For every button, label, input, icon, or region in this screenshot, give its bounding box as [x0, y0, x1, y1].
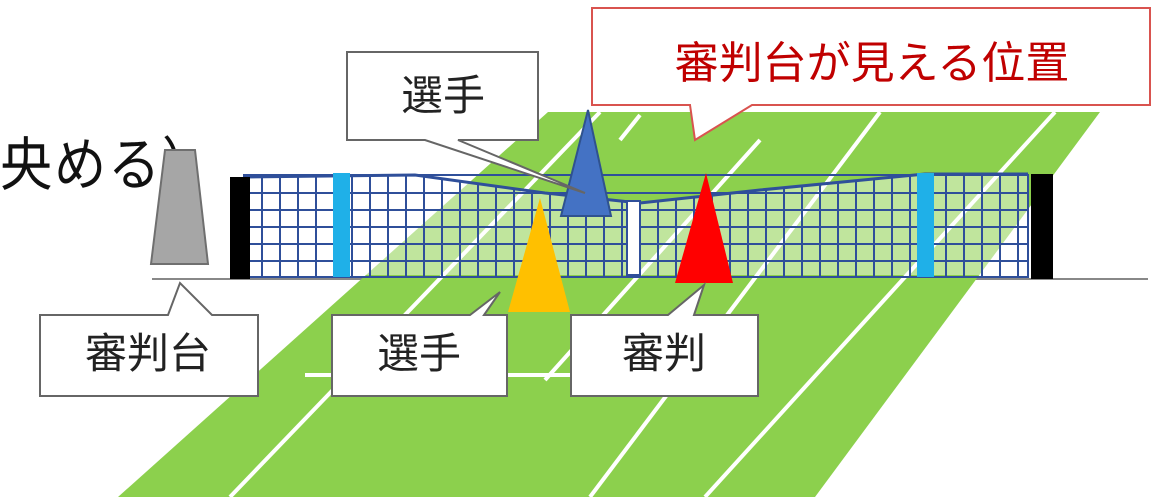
callout-position-shape: [591, 7, 1151, 142]
tennis-court: [118, 112, 1100, 497]
callout-umpire-shape: [570, 281, 759, 397]
net-center-strap: [626, 200, 641, 276]
net-post-left: [230, 177, 250, 279]
net-strap-left: [333, 173, 350, 277]
callout-position-text: 審判台が見える位置: [675, 38, 1070, 89]
sideline-right: [703, 110, 1057, 497]
player-near-marker: [508, 198, 570, 312]
baseline-far-left: [618, 113, 642, 142]
callout-player-far-text: 選手: [401, 71, 485, 120]
net-strap-right: [917, 173, 934, 277]
callout-umpire-chair-text: 審判台: [85, 329, 211, 378]
umpire-chair: [149, 149, 210, 265]
callout-player-near-shape: [331, 291, 508, 397]
net-post-right: [1031, 174, 1053, 279]
callout-umpire-text: 審判: [622, 329, 706, 378]
umpire-marker: [675, 173, 733, 283]
tramline-right: [588, 110, 882, 497]
callout-umpire-chair-shape: [39, 281, 259, 397]
callout-player-near-text: 選手: [377, 329, 461, 378]
callout-player-far-shape: [346, 51, 586, 194]
